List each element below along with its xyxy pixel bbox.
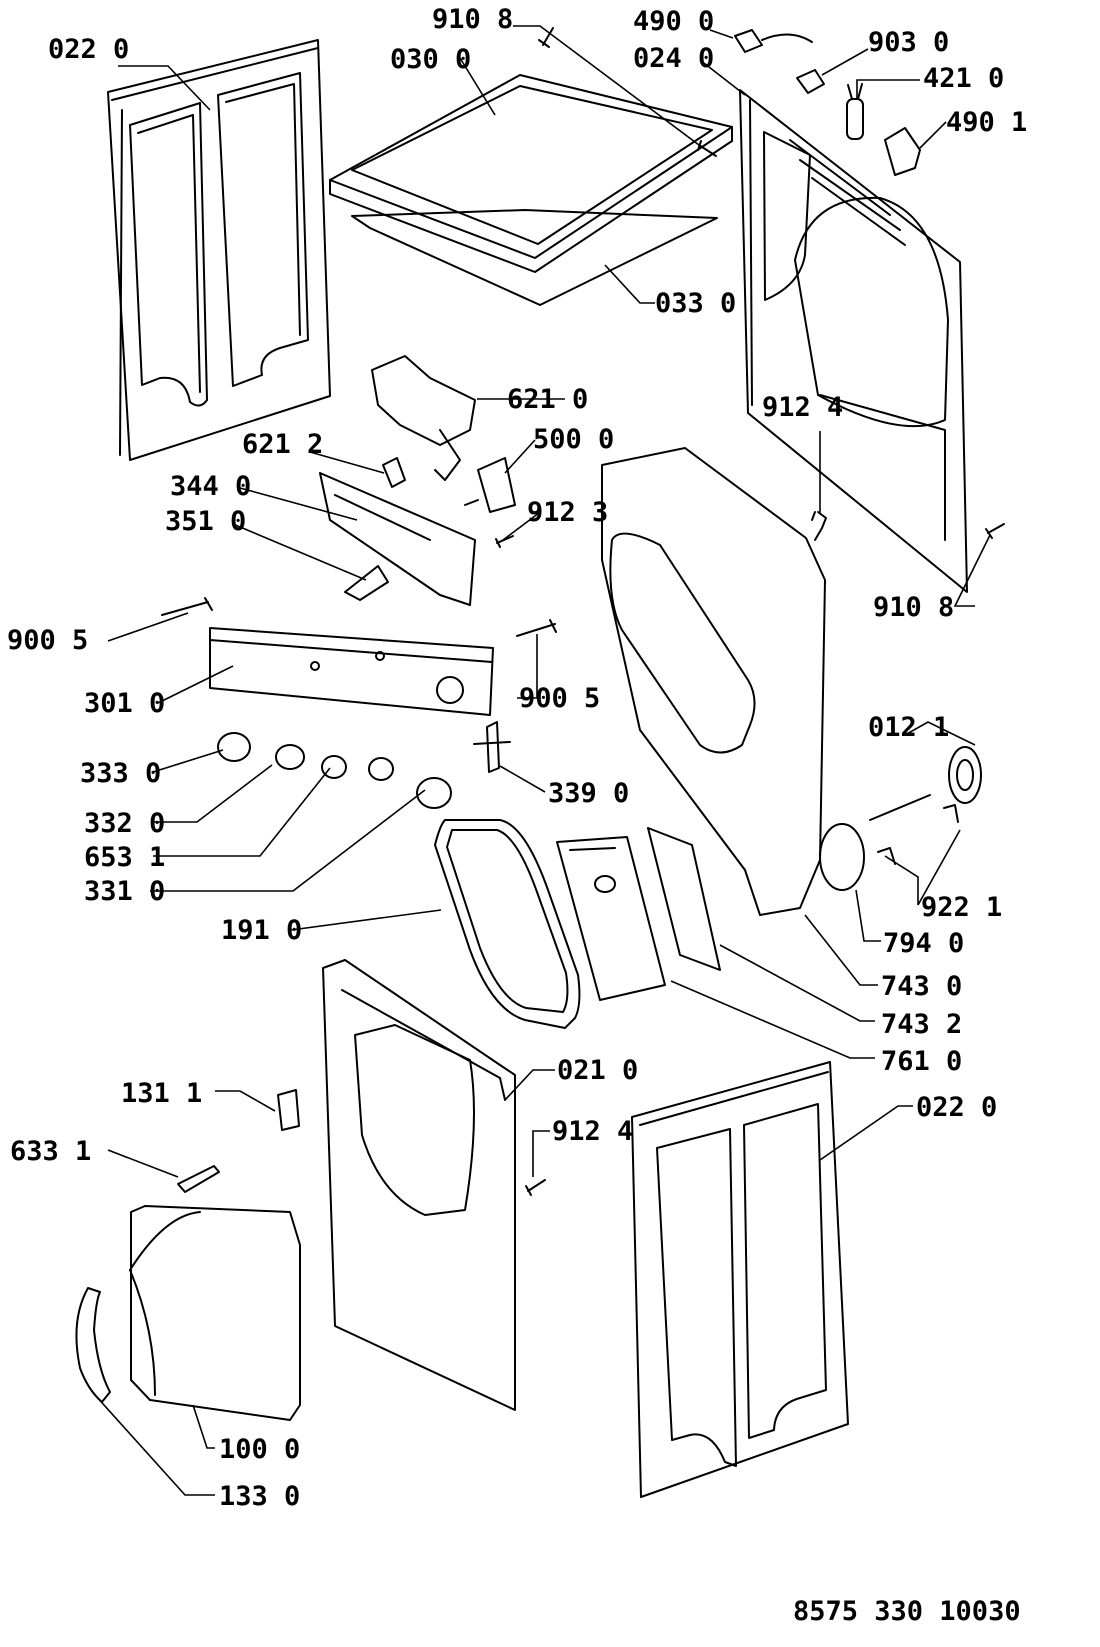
part-label: 191 0 — [221, 915, 302, 946]
selector-shaft — [344, 565, 389, 601]
mains-cable — [734, 29, 813, 53]
part-label: 131 1 — [121, 1078, 202, 1109]
electronic-module — [371, 355, 476, 481]
part-label: 351 0 — [165, 506, 246, 537]
door-seal — [434, 819, 581, 1029]
part-label: 133 0 — [219, 1481, 300, 1512]
timer-switch — [464, 457, 516, 513]
part-label: 633 1 — [10, 1136, 91, 1167]
part-label: 910 8 — [873, 592, 954, 623]
part-label: 653 1 — [84, 842, 165, 873]
part-label: 621 0 — [507, 384, 588, 415]
part-label: 761 0 — [881, 1046, 962, 1077]
capacitor — [846, 83, 864, 140]
part-label: 030 0 — [390, 44, 471, 75]
door-lock — [277, 1089, 300, 1131]
rear-bearing — [869, 746, 982, 821]
front-frame — [601, 447, 826, 916]
part-label: 794 0 — [883, 928, 964, 959]
part-label: 022 0 — [916, 1092, 997, 1123]
part-label: 024 0 — [633, 43, 714, 74]
knob — [217, 732, 452, 809]
part-label: 912 4 — [552, 1116, 633, 1147]
document-number: 8575 330 10030 — [793, 1596, 1021, 1627]
leader-lines — [94, 25, 991, 1496]
top-cover — [329, 74, 733, 306]
part-label: 912 4 — [762, 392, 843, 423]
relay — [382, 457, 406, 488]
filter-cover — [647, 827, 721, 971]
door — [129, 1205, 301, 1421]
clip — [877, 804, 959, 865]
part-label: 900 5 — [7, 625, 88, 656]
part-label: 332 0 — [84, 808, 165, 839]
belt-ring — [819, 823, 865, 891]
part-label: 900 5 — [519, 683, 600, 714]
cable-clamp — [796, 69, 825, 94]
cross-connector — [473, 721, 511, 773]
part-label: 500 0 — [533, 424, 614, 455]
part-label: 022 0 — [48, 34, 129, 65]
part-label: 333 0 — [80, 758, 161, 789]
control-bracket — [319, 472, 476, 606]
part-label: 621 2 — [242, 429, 323, 460]
front-fascia — [209, 627, 494, 716]
part-label: 912 3 — [527, 497, 608, 528]
filter-block — [884, 127, 921, 176]
lint-filter — [556, 836, 666, 1001]
sensor — [177, 1165, 220, 1193]
part-label: 033 0 — [655, 288, 736, 319]
door-handle — [75, 1287, 111, 1403]
part-label: 922 1 — [921, 892, 1002, 923]
part-label: 012 1 — [868, 712, 949, 743]
part-label: 301 0 — [84, 688, 165, 719]
part-label: 100 0 — [219, 1434, 300, 1465]
part-label: 743 0 — [881, 971, 962, 1002]
part-label: 490 0 — [633, 6, 714, 37]
part-label: 910 8 — [432, 4, 513, 35]
front-panel — [322, 959, 516, 1411]
left-side-panel — [107, 39, 331, 461]
part-label: 743 2 — [881, 1009, 962, 1040]
part-label: 490 1 — [946, 107, 1027, 138]
part-label: 331 0 — [84, 876, 165, 907]
back-panel — [739, 89, 968, 593]
hinge-clip — [161, 597, 557, 637]
right-side-panel — [631, 1061, 849, 1498]
part-label: 339 0 — [548, 778, 629, 809]
part-label: 421 0 — [923, 63, 1004, 94]
part-label: 344 0 — [170, 471, 251, 502]
part-labels: 022 0 030 0 910 8 490 0 903 0 024 0 421 … — [7, 4, 1027, 1627]
part-label: 021 0 — [557, 1055, 638, 1086]
part-label: 903 0 — [868, 27, 949, 58]
